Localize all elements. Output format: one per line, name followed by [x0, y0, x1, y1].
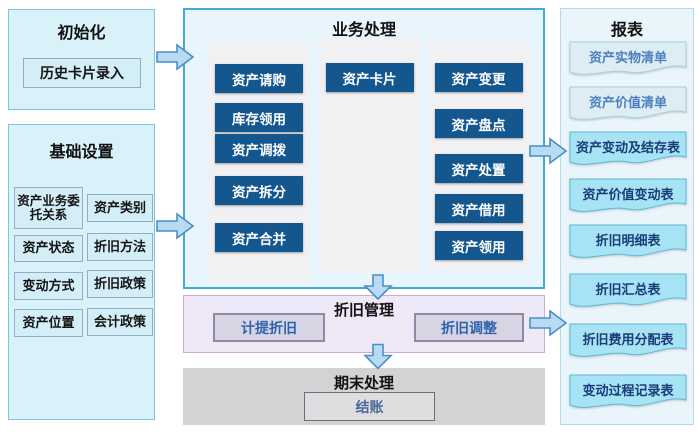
report-item-depreciation-summary[interactable]: 折旧汇总表 [569, 273, 687, 309]
document-shape-icon [569, 273, 687, 307]
business-column-transactions: 资产请购 库存领用 资产调拨 资产拆分 资产合并 [208, 40, 310, 282]
basic-setting-item-entrust-relation[interactable]: 资产业务委托关系 [14, 187, 83, 229]
basic-setting-item-accounting-policy[interactable]: 会计政策 [87, 308, 153, 336]
basic-setting-item-depreciation-method[interactable]: 折旧方法 [87, 233, 153, 261]
panel-reports: 报表 资产实物清单 资产价值清单 资产变动及结存表 资产价值变动表 折旧明细表 … [560, 8, 694, 425]
business-processing-title: 业务处理 [331, 22, 396, 39]
document-shape-icon [569, 178, 687, 212]
panel-business-processing: 业务处理 资产请购 库存领用 资产调拨 资产拆分 资产合并 资产卡片 资产变更 … [183, 8, 545, 289]
initialization-title: 初始化 [57, 25, 106, 42]
period-end-title: 期末处理 [333, 375, 394, 392]
panel-period-end-processing: 期末处理 结账 [183, 368, 545, 425]
depreciation-adjustment-button[interactable]: 折旧调整 [414, 313, 524, 342]
arrow-right-init-to-business-icon [156, 43, 195, 71]
panel-basic-settings: 基础设置 资产业务委托关系 资产类别 资产状态 折旧方法 变动方式 折旧政策 资… [8, 124, 155, 420]
arrow-right-depreciation-to-reports-icon [529, 309, 568, 337]
report-item-depreciation-allocation[interactable]: 折旧费用分配表 [569, 323, 687, 359]
business-column-changes: 资产变更 资产盘点 资产处置 资产借用 资产领用 [428, 41, 529, 269]
business-button-asset-inventory[interactable]: 资产盘点 [434, 109, 523, 138]
business-button-asset-borrow[interactable]: 资产借用 [434, 194, 523, 223]
business-column-card: 资产卡片 [319, 38, 420, 272]
accrue-depreciation-button[interactable]: 计提折旧 [213, 313, 325, 342]
business-button-asset-card[interactable]: 资产卡片 [325, 63, 414, 92]
panel-initialization: 初始化 历史卡片录入 [8, 9, 155, 110]
arrow-right-settings-to-business-icon [156, 212, 195, 240]
document-shape-icon [569, 86, 687, 120]
basic-setting-item-change-mode[interactable]: 变动方式 [14, 272, 83, 300]
close-account-button[interactable]: 结账 [304, 392, 435, 421]
business-button-asset-change[interactable]: 资产变更 [434, 63, 523, 92]
document-shape-icon [569, 131, 687, 165]
document-shape-icon [569, 323, 687, 357]
basic-setting-item-asset-category[interactable]: 资产类别 [87, 194, 153, 222]
depreciation-title: 折旧管理 [333, 302, 394, 319]
business-button-stock-pickup[interactable]: 库存领用 [215, 103, 303, 132]
document-shape-icon [569, 41, 687, 75]
business-button-asset-requisition[interactable]: 资产请购 [215, 64, 303, 93]
business-button-asset-merge[interactable]: 资产合并 [215, 223, 303, 252]
history-card-entry-button[interactable]: 历史卡片录入 [23, 58, 141, 88]
report-item-asset-value-list[interactable]: 资产价值清单 [569, 86, 687, 122]
reports-title: 报表 [610, 22, 643, 39]
business-button-asset-disposal[interactable]: 资产处置 [434, 154, 523, 183]
panel-depreciation-management: 折旧管理 计提折旧 折旧调整 [183, 295, 545, 353]
report-item-change-process-record[interactable]: 变动过程记录表 [569, 374, 687, 410]
basic-setting-item-asset-status[interactable]: 资产状态 [14, 235, 83, 262]
report-item-asset-value-change[interactable]: 资产价值变动表 [569, 178, 687, 214]
report-item-depreciation-detail[interactable]: 折旧明细表 [569, 224, 687, 260]
document-shape-icon [569, 374, 687, 408]
business-button-asset-split[interactable]: 资产拆分 [215, 176, 303, 205]
document-shape-icon [569, 224, 687, 258]
basic-setting-item-asset-location[interactable]: 资产位置 [14, 309, 83, 337]
arrow-down-business-to-depreciation-icon [363, 274, 393, 301]
report-item-asset-change-balance[interactable]: 资产变动及结存表 [569, 131, 687, 167]
basic-setting-item-depreciation-policy[interactable]: 折旧政策 [87, 270, 153, 298]
report-item-asset-physical-list[interactable]: 资产实物清单 [569, 41, 687, 77]
business-button-asset-transfer[interactable]: 资产调拨 [215, 134, 303, 163]
arrow-right-business-to-reports-icon [529, 137, 568, 165]
business-button-asset-receive[interactable]: 资产领用 [434, 231, 523, 260]
arrow-down-depreciation-to-closing-icon [363, 343, 393, 370]
basic-settings-title: 基础设置 [49, 144, 114, 161]
